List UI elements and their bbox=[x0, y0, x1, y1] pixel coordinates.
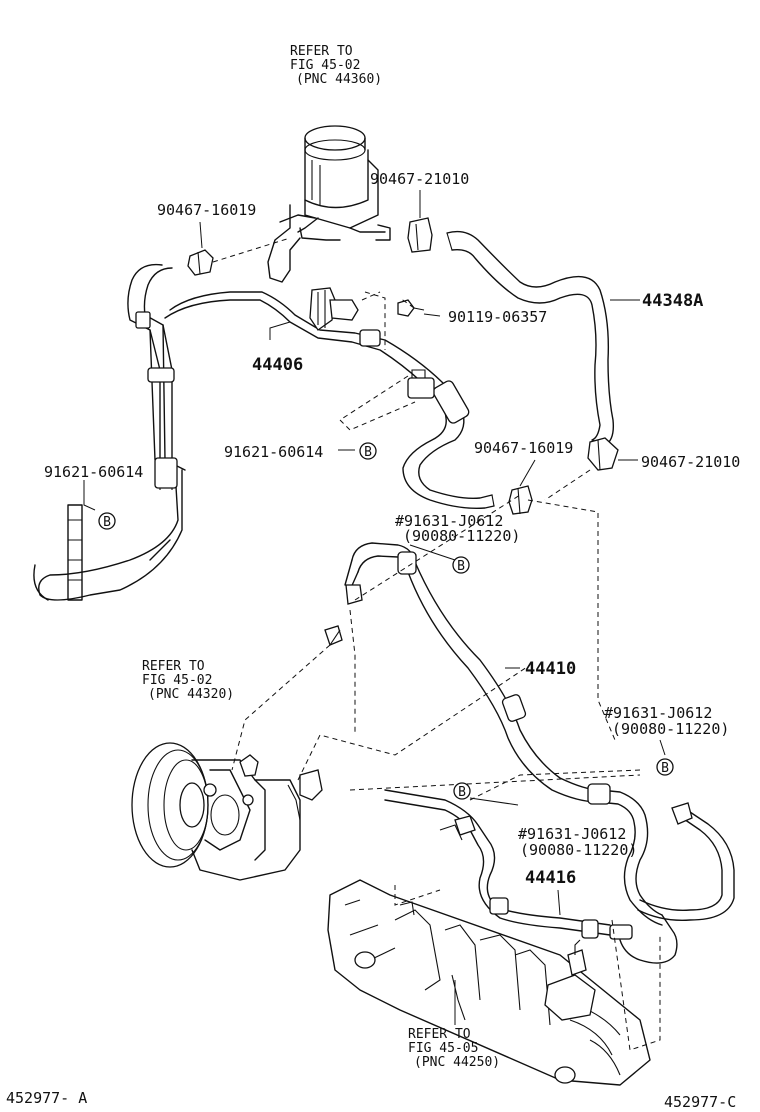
gear-reference: REFER TO FIG 45-05 (PNC 44250) bbox=[408, 1027, 500, 1070]
clamp-90467-21010-right bbox=[587, 437, 619, 471]
power-steering-pump bbox=[131, 742, 323, 881]
clamp-90467-21010-top bbox=[407, 217, 433, 253]
ref-line-3: (PNC 44360) bbox=[296, 72, 382, 87]
part-number-label: (90080-11220) bbox=[403, 527, 520, 545]
ref-line-3: (PNC 44320) bbox=[148, 687, 234, 702]
union-bolt-fitting bbox=[309, 287, 425, 347]
part-number-label: 90467-16019 bbox=[157, 201, 256, 219]
part-number-label: (90080-11220) bbox=[520, 841, 637, 859]
leader-lines bbox=[83, 190, 666, 1025]
ref-line-2: FIG 45-02 bbox=[290, 58, 360, 73]
figure-id-right: 452977-C bbox=[664, 1093, 736, 1111]
marker-b-label: B bbox=[457, 559, 465, 574]
ref-line-2: FIG 45-05 bbox=[408, 1041, 478, 1056]
dashed-assembly-lines bbox=[212, 237, 661, 1051]
marker-b-3: B bbox=[452, 556, 470, 574]
part-number-label: 90467-21010 bbox=[641, 453, 740, 471]
part-number-label: 44406 bbox=[252, 355, 303, 375]
clamp-90467-16019-top bbox=[187, 249, 214, 276]
part-number-label: #91631-J0612 bbox=[604, 704, 712, 722]
pipe-44406 bbox=[33, 263, 495, 601]
marker-b-5: B bbox=[453, 782, 471, 800]
oil-reservoir bbox=[267, 125, 391, 283]
steering-gear-rack bbox=[327, 879, 651, 1086]
ref-line-2: FIG 45-02 bbox=[142, 673, 212, 688]
ref-line-1: REFER TO bbox=[142, 659, 205, 674]
ref-line-1: REFER TO bbox=[408, 1027, 471, 1042]
part-number-label: 44410 bbox=[525, 659, 576, 679]
pipe-right-return bbox=[384, 789, 735, 939]
marker-b-label: B bbox=[103, 515, 111, 530]
figure-id-left: 452977- A bbox=[6, 1089, 87, 1107]
part-number-label: 44348A bbox=[642, 291, 703, 311]
part-number-label: 91621-60614 bbox=[224, 443, 323, 461]
marker-b-label: B bbox=[661, 761, 669, 776]
part-number-label: #91631-J0612 bbox=[395, 512, 503, 530]
marker-b-label: B bbox=[364, 445, 372, 460]
pump-reference: REFER TO FIG 45-02 (PNC 44320) bbox=[142, 659, 234, 702]
part-number-label: #91631-J0612 bbox=[518, 825, 626, 843]
marker-b-4: B bbox=[656, 758, 674, 776]
hose-44348a bbox=[446, 230, 615, 446]
part-number-label: 91621-60614 bbox=[44, 463, 143, 481]
part-number-label: (90080-11220) bbox=[612, 720, 729, 738]
reservoir-reference: REFER TO FIG 45-02 (PNC 44360) bbox=[290, 44, 382, 87]
part-number-label: 90467-16019 bbox=[474, 439, 573, 457]
part-number-label: 44416 bbox=[525, 868, 576, 888]
marker-b-label: B bbox=[458, 785, 466, 800]
part-number-label: 90467-21010 bbox=[370, 170, 469, 188]
part-number-label: 90119-06357 bbox=[448, 308, 547, 326]
marker-b-1: B bbox=[98, 512, 116, 530]
ref-line-3: (PNC 44250) bbox=[414, 1055, 500, 1070]
ref-line-1: REFER TO bbox=[290, 44, 353, 59]
marker-b-2: B bbox=[359, 442, 377, 460]
